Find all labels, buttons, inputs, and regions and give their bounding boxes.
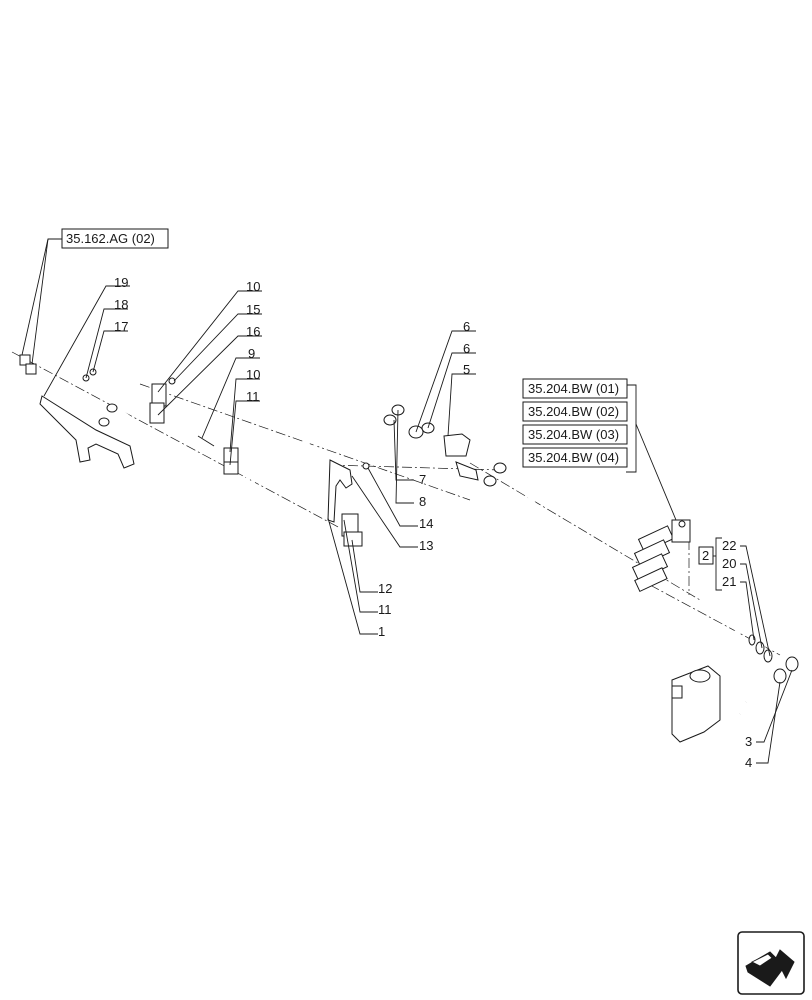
pipe-assembly-left xyxy=(98,389,405,508)
callout-18: 18 xyxy=(114,297,128,312)
callout-20: 20 xyxy=(722,556,736,571)
callout-11-lower: 11 xyxy=(378,602,392,617)
ref-box-35-204-02[interactable]: 35.204.BW (02) xyxy=(522,401,628,422)
callout-16: 16 xyxy=(246,324,260,339)
assembly-centerlines xyxy=(11,351,781,656)
ref-box-35-162[interactable]: 35.162.AG (02) xyxy=(61,228,169,249)
callout-3: 3 xyxy=(745,734,752,749)
callout-19: 19 xyxy=(114,275,128,290)
callout-8: 8 xyxy=(419,494,426,509)
callout-1: 1 xyxy=(378,624,385,639)
ref-box-2[interactable]: 2 xyxy=(698,546,714,565)
ref-label-35-204-04: 35.204.BW (04) xyxy=(528,450,619,465)
callout-15: 15 xyxy=(246,302,260,317)
pipe-assembly-right xyxy=(483,462,799,716)
callout-21: 21 xyxy=(722,574,736,589)
callout-11-upper: 11 xyxy=(246,389,260,404)
ref-label-2: 2 xyxy=(702,548,709,563)
callout-9: 9 xyxy=(248,346,255,361)
ref-box-35-204-03[interactable]: 35.204.BW (03) xyxy=(522,424,628,445)
part-adapters-center xyxy=(408,422,479,481)
ref-label-35-204-03: 35.204.BW (03) xyxy=(528,427,619,442)
callout-6-upper: 6 xyxy=(463,319,470,334)
callout-13: 13 xyxy=(419,538,433,553)
leader-lines xyxy=(21,238,793,764)
callout-22: 22 xyxy=(722,538,736,553)
ref-label-35-162: 35.162.AG (02) xyxy=(66,231,155,246)
callout-10-lower: 10 xyxy=(246,367,260,382)
part-center-bracket xyxy=(327,459,370,547)
callout-7: 7 xyxy=(419,472,426,487)
callout-12: 12 xyxy=(378,581,392,596)
ref-box-35-204-04[interactable]: 35.204.BW (04) xyxy=(522,447,628,468)
part-left-bracket xyxy=(39,395,135,469)
callout-numbers: 19 18 17 10 15 16 9 10 11 6 6 5 7 8 14 1… xyxy=(114,275,752,770)
ref-label-35-204-02: 35.204.BW (02) xyxy=(528,404,619,419)
callout-14: 14 xyxy=(419,516,433,531)
callout-6-lower: 6 xyxy=(463,341,470,356)
callout-4: 4 xyxy=(745,755,752,770)
next-page-arrow-icon[interactable] xyxy=(737,931,805,995)
part-pump-unit xyxy=(671,665,721,743)
ref-box-35-204-01[interactable]: 35.204.BW (01) xyxy=(522,378,628,399)
callout-17: 17 xyxy=(114,319,128,334)
part-clamps-left xyxy=(149,377,239,475)
ref-label-35-204-01: 35.204.BW (01) xyxy=(528,381,619,396)
callout-5: 5 xyxy=(463,362,470,377)
part-valve-block xyxy=(631,519,691,593)
part-top-fittings xyxy=(19,354,97,382)
part-seal-rings xyxy=(748,634,773,663)
callout-10-upper: 10 xyxy=(246,279,260,294)
